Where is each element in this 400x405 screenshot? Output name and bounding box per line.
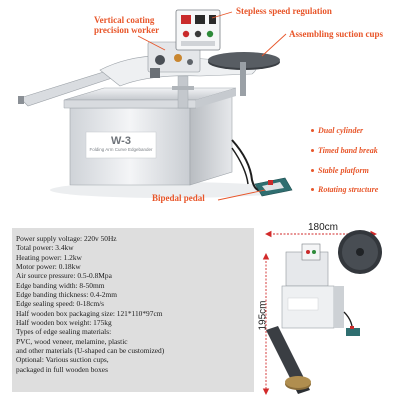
spec-item: Total power: 3.4kw <box>16 243 74 253</box>
dimension-height-label: 195cm <box>257 300 269 331</box>
spec-item: Types of edge sealing materials: <box>16 327 112 337</box>
callout-bipedal-pedal: Bipedal pedal <box>152 193 205 203</box>
spec-item: Power supply voltage: 220v 50Hz <box>16 234 117 243</box>
spec-item: Edge banding thickness: 0.4-2mm <box>16 290 117 300</box>
spec-item: Edge banding width: 8-50mm <box>16 280 105 290</box>
spec-item: Edge sealing speed: 0-18cm/s <box>16 299 105 309</box>
callout-stable-platform: Stable platform <box>311 166 369 175</box>
callout-assembling-cups: Assembling suction cups <box>289 29 384 39</box>
spec-item: Air source pressure: 0.5-0.8Mpa <box>16 271 112 281</box>
spec-item: Motor power: 0.18kw <box>16 262 81 272</box>
machine-model-plate: W-3 Folding Arm Curve Edgebander <box>86 132 156 158</box>
dimension-width-label: 180cm <box>308 222 339 233</box>
spec-item: and other materials (U-shaped can be cus… <box>16 346 165 356</box>
machine-dimension-photo: 180cm 195cm <box>258 222 400 400</box>
specifications-panel: Power supply voltage: 220v 50Hz Total po… <box>12 228 254 392</box>
machine-side-view-illustration <box>262 230 382 396</box>
spec-item: PVC, wood veneer, melamine, plastic <box>16 336 128 346</box>
edgebander-machine-illustration <box>18 9 293 201</box>
callout-vertical-coating: Vertical coating precision worker <box>94 15 160 35</box>
machine-product-photo: W-3 Folding Arm Curve Edgebander Vertica… <box>18 6 384 203</box>
machine-subtitle-label: Folding Arm Curve Edgebander <box>89 147 153 152</box>
callout-stepless-speed: Stepless speed regulation <box>236 6 332 16</box>
spec-item: Heating power: 1.2kw <box>16 252 82 262</box>
callout-timed-band-break: Timed band break <box>311 146 378 155</box>
spec-item: Half wooden box weight: 175kg <box>16 318 112 328</box>
spec-item: Half wooden box packaging size: 121*110*… <box>16 308 163 318</box>
machine-model-label: W-3 <box>111 135 131 147</box>
callout-dual-cylinder: Dual cylinder <box>310 126 364 135</box>
spec-item: packaged in full wooden boxes <box>16 364 108 374</box>
specifications-list: Power supply voltage: 220v 50Hz Total po… <box>12 228 254 374</box>
spec-item: Optional: Various suction cups, <box>16 355 109 365</box>
callout-rotating-structure: Rotating structure <box>310 185 379 194</box>
